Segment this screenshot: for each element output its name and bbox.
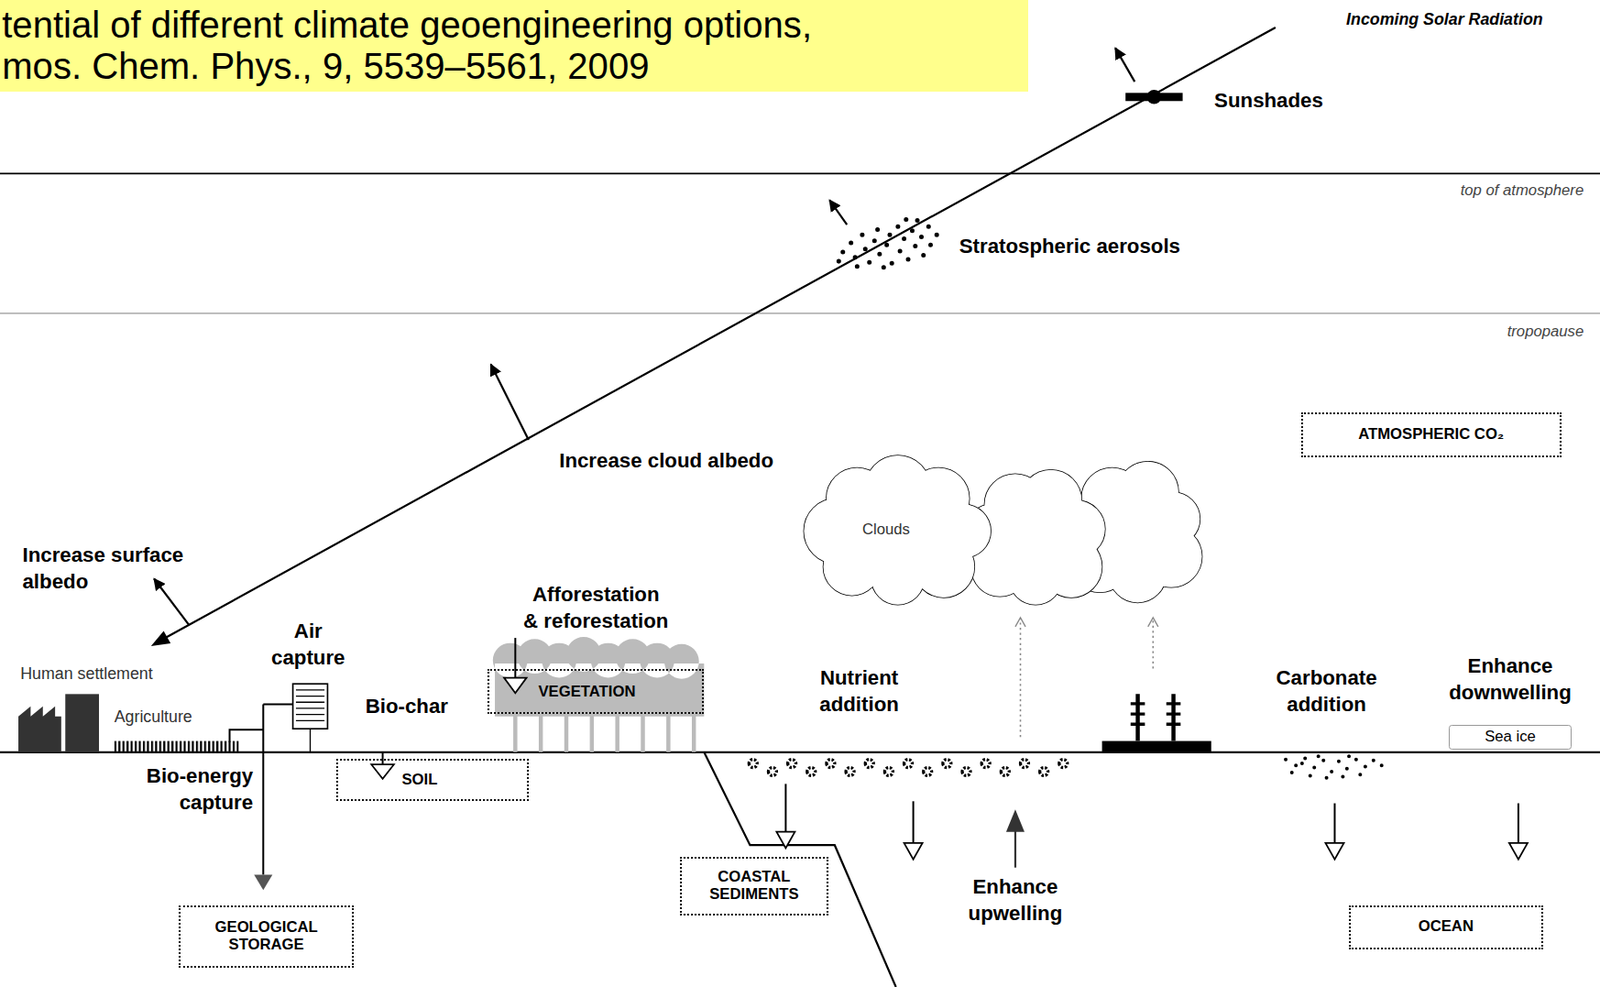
label-text: Stratospheric aerosols [959,233,1181,261]
surface-line [0,751,1600,754]
tree-canopy [493,636,704,717]
ray-arrowhead [151,631,171,647]
open-arrowhead [904,843,923,860]
cloud-fill [991,497,1074,580]
spray-tower [1130,693,1182,741]
open-arrowhead [1325,843,1344,860]
arrow-line [514,637,516,678]
node-text: GEOLOGICAL STORAGE [214,919,318,954]
tropopause-line [0,312,1600,315]
factory-icon [65,693,99,752]
solar-ray [163,27,1276,639]
label-text: Bio-energy capture [144,763,253,817]
factory-icon [18,706,62,753]
aerosol-dots [838,219,937,267]
reflection-arrow [153,578,189,625]
phytoplankton [748,759,1067,777]
open-arrowhead [1509,843,1528,860]
dotted-arrow [1020,618,1154,737]
dotted-arrowhead [1015,617,1159,627]
arrow-line [1517,803,1520,844]
cloud-outline [991,497,1074,580]
storage-box: GEOLOGICAL STORAGE [178,905,355,968]
cloud-outline [800,454,1205,608]
arrow-line [912,800,915,844]
node-text: ATMOSPHERIC CO₂ [1358,426,1504,444]
label-text: Increase surface albedo [21,542,185,596]
vegetation-box: VEGETATION [487,668,704,714]
node-text: Sea ice [1484,728,1536,746]
cloud-fill [803,455,991,605]
reflection-arrow [491,364,529,440]
arrow-line [784,783,787,832]
citation-text: tential of different climate geoengineer… [1,4,813,88]
label-text: Afforestation & reforestation [522,581,669,636]
reflection-arrow [829,199,847,225]
node-text: VEGETATION [536,683,637,702]
label-text: Enhance downwelling [1447,653,1572,707]
label-text: Enhance upwelling [967,874,1064,928]
cloud-outline [850,486,943,579]
label-text: Nutrient addition [819,665,900,719]
arrow-line [1014,828,1017,867]
cloud-shape: Clouds [800,454,1205,608]
label-text: Air capture [270,618,346,672]
tree-trunks [515,714,694,753]
label-text: Increase cloud albedo [558,448,774,475]
open-arrowhead [371,764,394,779]
air-capture-device [295,690,325,753]
node-text: OCEAN [1418,918,1474,936]
open-arrowhead [776,832,795,849]
label-text: Bio-char [365,693,449,721]
citation-box: tential of different climate geoengineer… [0,0,1029,92]
agriculture-field [114,741,240,753]
coastal-shelf [703,752,896,987]
spray-vessel [1102,741,1212,753]
node-text: Clouds [862,521,910,539]
storage-arrowhead [253,874,273,890]
cloud-fill [850,486,943,579]
sediment-box: COASTAL SEDIMENTS [679,856,830,915]
node-text: SOIL [401,771,438,790]
sea-ice-box: Sea ice [1448,724,1572,751]
soil-box: SOIL [336,758,528,801]
filled-arrowhead [1006,809,1025,833]
label-text: Agriculture [114,706,193,728]
open-arrowhead [504,678,527,694]
atmosphere-box: ATMOSPHERIC CO₂ [1301,412,1562,458]
ocean-box: OCEAN [1348,905,1544,950]
arrow-line [1333,803,1336,844]
reflection-arrow [1115,47,1135,82]
sunshade-symbol [1147,89,1162,105]
label-text: top of atmosphere [1460,180,1585,201]
label-text: tropopause [1507,321,1585,342]
label-text: Incoming Solar Radiation [1346,9,1544,31]
carbonate-dots [1285,756,1382,778]
label-text: Carbonate addition [1275,665,1379,719]
label-text: Human settlement [20,663,153,685]
capture-pipe [230,703,294,875]
label-text: Sunshades [1214,87,1324,115]
cloud-outline [803,455,991,605]
top-of-atmosphere-line [0,172,1600,175]
node-text: COASTAL SEDIMENTS [708,868,800,903]
